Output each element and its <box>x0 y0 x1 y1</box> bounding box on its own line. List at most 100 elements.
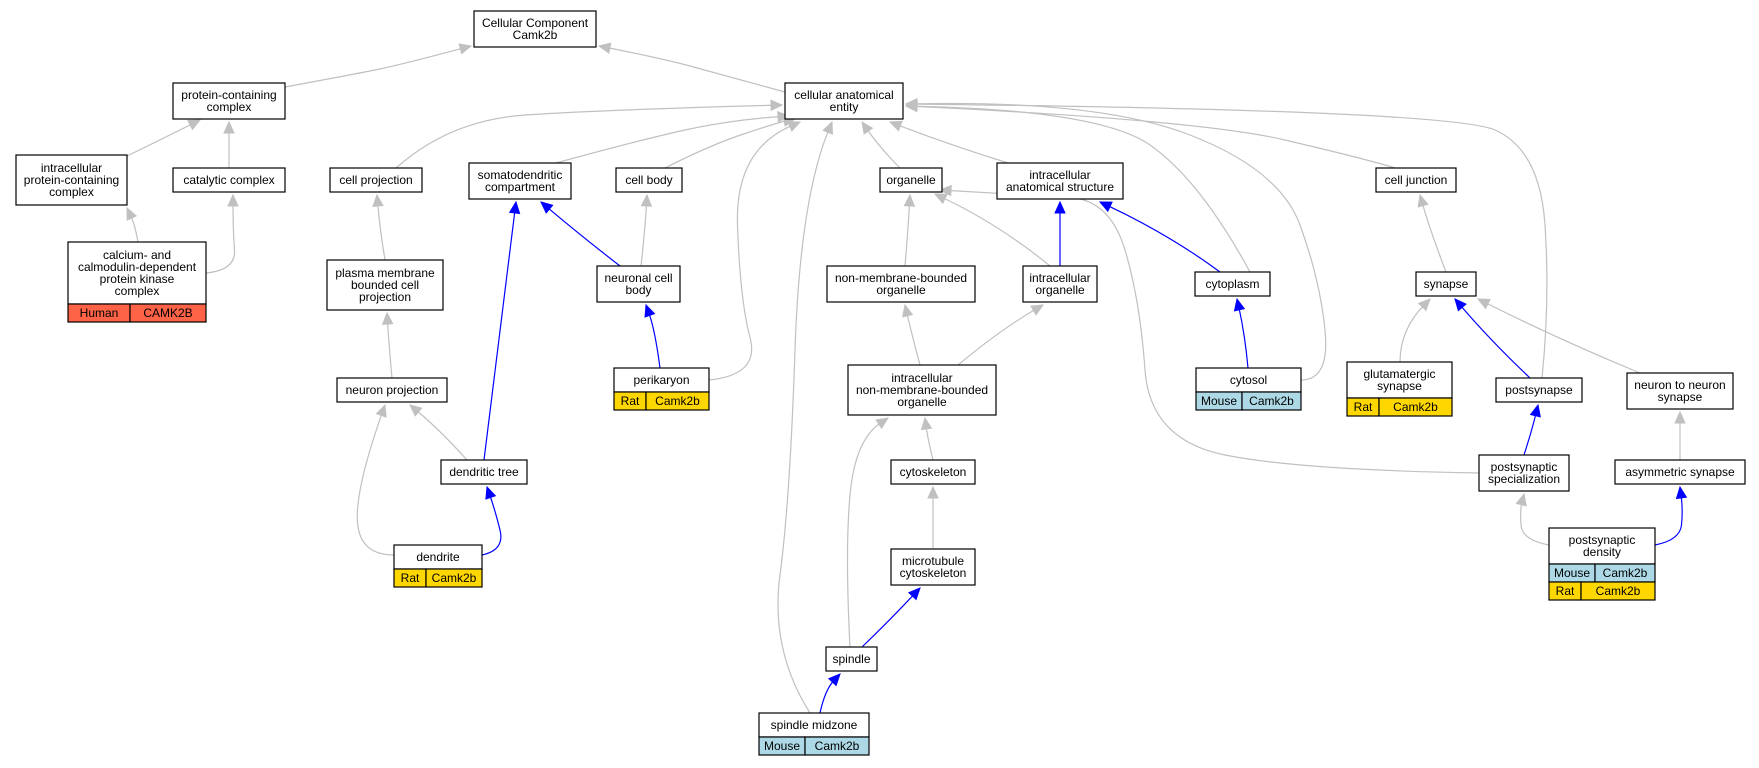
node-label: intracellular <box>41 161 102 175</box>
node-label: synapse <box>1658 390 1703 404</box>
node-cytoplasm[interactable]: cytoplasm <box>1194 271 1271 297</box>
edge-cytosol-to-cellular-anatomical-entity <box>904 97 1327 381</box>
node-label: dendritic tree <box>449 465 519 479</box>
edge-intracellular-pcc-to-protein-containing-complex <box>126 119 202 157</box>
node-label: non-membrane-bounded <box>856 383 988 397</box>
node-box <box>825 646 878 672</box>
node-label: neuronal cell <box>604 271 672 285</box>
edge-line <box>777 130 830 714</box>
node-cell-junction[interactable]: cell junction <box>1375 167 1457 193</box>
node-label: entity <box>830 100 859 114</box>
node-neuron-projection[interactable]: neuron projection <box>336 377 448 403</box>
arrowhead-icon <box>540 201 554 214</box>
edge-organelle-to-cellular-anatomical-entity <box>861 121 901 169</box>
node-label: protein-containing <box>181 88 276 102</box>
node-dendritic-tree[interactable]: dendritic tree <box>440 459 528 485</box>
edge-neuronal-cell-body-to-somatodendritic <box>540 201 621 267</box>
node-synapse[interactable]: synapse <box>1415 271 1477 297</box>
node-label: cell junction <box>1385 173 1448 187</box>
node-label: organelle <box>1035 283 1085 297</box>
arrowhead-icon <box>644 303 656 318</box>
node-label: density <box>1583 545 1621 559</box>
arrowhead-icon <box>933 193 948 205</box>
node-camk-complex[interactable]: calcium- andcalmodulin-dependentprotein … <box>67 241 207 323</box>
arrowhead-icon <box>508 200 521 215</box>
gene-label: Camk2b <box>655 394 700 408</box>
edge-line <box>356 413 395 556</box>
arrowhead-icon <box>126 206 138 221</box>
species-label: Rat <box>1354 400 1373 414</box>
edge-line <box>914 103 1548 379</box>
node-box <box>890 548 976 586</box>
node-asymmetric-synapse[interactable]: asymmetric synapse <box>1614 459 1746 485</box>
arrowhead-icon <box>875 417 890 430</box>
species-label: Mouse <box>1554 566 1590 580</box>
edge-line <box>906 313 921 366</box>
node-postsynapse[interactable]: postsynapse <box>1495 377 1583 403</box>
edge-line <box>925 426 934 461</box>
species-label: Mouse <box>1201 394 1237 408</box>
gene-label: CAMK2B <box>143 306 192 320</box>
node-box <box>826 265 976 303</box>
gene-label: Camk2b <box>815 739 860 753</box>
node-box <box>1614 459 1746 485</box>
node-intra-non-membrane[interactable]: intracellularnon-membrane-boundedorganel… <box>847 364 997 416</box>
node-box <box>847 364 997 416</box>
node-label: intracellular <box>891 371 952 385</box>
node-box <box>67 241 207 305</box>
node-label: perikaryon <box>633 373 689 387</box>
edge-intra-non-membrane-to-intracellular-organelle <box>957 304 1045 366</box>
node-box <box>879 167 943 193</box>
node-box <box>1495 377 1583 403</box>
arrowhead-icon <box>375 403 387 418</box>
node-organelle[interactable]: organelle <box>879 167 943 193</box>
node-label: neuron projection <box>346 383 439 397</box>
species-label: Human <box>80 306 119 320</box>
node-label: complex <box>207 100 252 114</box>
edge-line <box>957 309 1036 366</box>
gene-label: Camk2b <box>432 571 477 585</box>
edge-line <box>1523 413 1537 456</box>
edge-postsynaptic-density-to-asymmetric-synapse <box>1654 485 1688 546</box>
edge-perikaryon-to-cellular-anatomical-entity <box>708 121 802 381</box>
node-label: organelle <box>876 283 926 297</box>
node-label: specialization <box>1488 472 1560 486</box>
node-label: protein kinase <box>100 272 175 286</box>
edge-line <box>664 120 787 169</box>
node-cell-projection[interactable]: cell projection <box>329 167 423 193</box>
edge-line <box>1520 502 1550 546</box>
node-label: complex <box>115 284 160 298</box>
node-cytoskeleton[interactable]: cytoskeleton <box>890 459 976 485</box>
edge-dendrite-to-neuron-projection <box>356 403 395 556</box>
node-cell-body[interactable]: cell body <box>615 167 683 193</box>
node-label: cytoskeleton <box>900 566 967 580</box>
node-spindle[interactable]: spindle <box>825 646 878 672</box>
edge-line <box>416 410 468 461</box>
node-catalytic-complex[interactable]: catalytic complex <box>172 167 286 193</box>
node-label: compartment <box>485 180 556 194</box>
node-label: neuron to neuron <box>1634 378 1725 392</box>
node-box <box>1194 271 1271 297</box>
species-label: Mouse <box>764 739 800 753</box>
edge-line <box>898 124 1009 164</box>
